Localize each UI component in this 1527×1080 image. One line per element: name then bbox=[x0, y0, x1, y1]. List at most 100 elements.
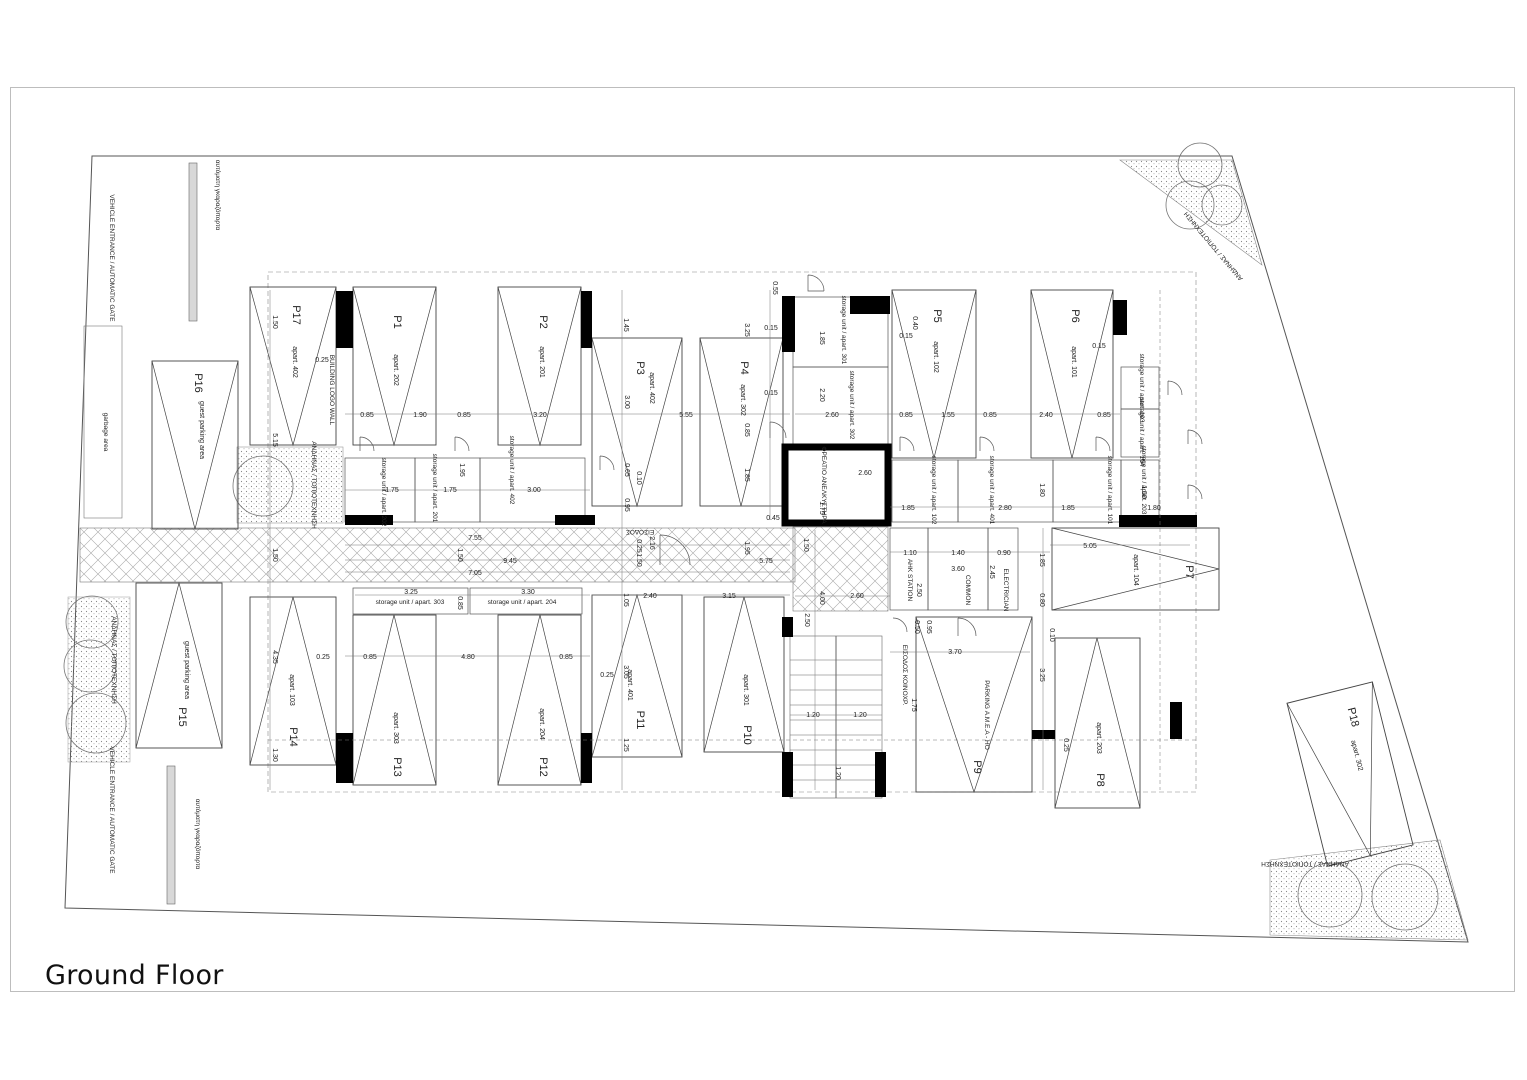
label-p9: P9 bbox=[971, 760, 983, 773]
dim: 0.85 bbox=[457, 412, 471, 419]
landscaping-logo-wall bbox=[232, 446, 344, 524]
stair bbox=[789, 635, 883, 799]
storage-201: storage unit / apart. 201 bbox=[431, 454, 438, 523]
dim: 1.20 bbox=[834, 766, 841, 780]
garbage-area-label: garbage area bbox=[102, 413, 109, 452]
dim: 9.45 bbox=[503, 558, 517, 565]
dim: 2.60 bbox=[850, 593, 864, 600]
dim: 3.25 bbox=[743, 323, 750, 337]
apt-203: apart. 203 bbox=[1095, 722, 1102, 754]
apt-201: apart. 201 bbox=[538, 346, 545, 378]
dim: 0.90 bbox=[997, 550, 1011, 557]
dim: 0.15 bbox=[1092, 343, 1106, 350]
apt-402: apart. 402 bbox=[291, 346, 298, 378]
drawing-frame bbox=[10, 87, 1515, 992]
art-label-bottom-right: ΑΝΔΗΝΑΣ / ΤΟΠΙΟΤΕΧΝΗΣΗ bbox=[1261, 860, 1349, 867]
dimension-lines bbox=[268, 290, 1196, 790]
pump-label: ΦΡΕΑΤΙΟ ΑΝΕΛΚΥΣΤΗΡΑ bbox=[820, 446, 827, 524]
label-p15: P15 bbox=[176, 707, 188, 727]
dim: 0.25 bbox=[316, 654, 330, 661]
dim: 3.00 bbox=[623, 395, 630, 409]
apt-102: apart. 102 bbox=[932, 341, 939, 373]
dim: 2.50 bbox=[803, 613, 810, 627]
apt-302b: apart. 302 bbox=[1349, 739, 1363, 771]
label-p11: P11 bbox=[634, 711, 646, 730]
dim: 1.75 bbox=[910, 698, 917, 712]
stalls-top bbox=[249, 286, 1114, 508]
dim: 5.05 bbox=[1083, 543, 1097, 550]
dim: 1.85 bbox=[1061, 505, 1075, 512]
landscaping-top-right bbox=[1119, 142, 1263, 266]
dim: 2.50 bbox=[915, 583, 922, 597]
apt-303: apart. 303 bbox=[392, 712, 399, 744]
storage-301: storage unit / apart. 301 bbox=[840, 296, 847, 365]
dim: 1.50 bbox=[271, 315, 278, 329]
dim: 0.95 bbox=[925, 620, 932, 634]
dim: 5.55 bbox=[679, 412, 693, 419]
label-p2: P2 bbox=[537, 315, 549, 328]
apt-402b: apart. 402 bbox=[648, 372, 655, 404]
storage-204: storage unit / apart. 204 bbox=[488, 599, 557, 606]
dim: 2.80 bbox=[998, 505, 1012, 512]
apt-204: apart. 204 bbox=[538, 708, 545, 740]
art-label-logo: ΑΝΔΗΝΑΣ / ΤΟΠΙΟΤΕΧΝΗΣΗ bbox=[310, 441, 317, 529]
dim: 1.95 bbox=[743, 541, 750, 555]
dim: 0.15 bbox=[899, 333, 913, 340]
dim: 1.85 bbox=[901, 505, 915, 512]
dim: 0.10 bbox=[1048, 628, 1055, 642]
dim: 1.30 bbox=[271, 748, 278, 762]
dim: 0.85 bbox=[360, 412, 374, 419]
dim: 1.80 bbox=[1038, 483, 1045, 497]
storage-104: storage unit / apart. 104 bbox=[1138, 398, 1145, 467]
dim: 3.25 bbox=[1038, 668, 1045, 682]
label-p6: P6 bbox=[1069, 309, 1081, 322]
storage-203: storage unit / apart. 203 bbox=[1140, 446, 1147, 515]
dim: 0.80 bbox=[1038, 593, 1045, 607]
dim: 7.05 bbox=[468, 570, 482, 577]
dim: 1.10 bbox=[903, 550, 917, 557]
dim: 0.15 bbox=[764, 325, 778, 332]
parking-disabled-label: PARKING Α.Μ.Ε.Α - ΗΟ bbox=[983, 680, 990, 750]
entry-hall bbox=[792, 526, 889, 612]
dim: 1.85 bbox=[743, 468, 750, 482]
electrician-label: ELECTRICIAN bbox=[1002, 569, 1009, 612]
label-p17: P17 bbox=[290, 305, 302, 325]
garbage-area bbox=[83, 325, 123, 519]
dim: 0.10 bbox=[635, 471, 642, 485]
dim: 0.85 bbox=[899, 412, 913, 419]
apt-401: apart. 401 bbox=[626, 669, 633, 701]
storage-102: storage unit / apart. 102 bbox=[930, 456, 937, 525]
apt-302: apart. 302 bbox=[739, 384, 746, 416]
dim: 2.45 bbox=[988, 565, 995, 579]
storage-202: storage unit / apart. 202 bbox=[380, 458, 387, 527]
dim: 2.40 bbox=[643, 593, 657, 600]
storage-103: storage unit / apart. 103 bbox=[1138, 354, 1145, 423]
storage-303: storage unit / apart. 303 bbox=[376, 599, 445, 606]
dim: 0.25 bbox=[1062, 738, 1069, 752]
label-p4: P4 bbox=[738, 361, 750, 374]
dim: 3.60 bbox=[951, 566, 965, 573]
parking-labels: P17 P1 P2 P3 P4 P5 P6 P16 P7 P15 P14 P13… bbox=[176, 305, 1361, 787]
dim: 0.65 bbox=[623, 463, 630, 477]
storage-302: storage unit / apart. 302 bbox=[848, 371, 855, 440]
label-p18: P18 bbox=[1345, 706, 1361, 728]
dim: 1.05 bbox=[622, 593, 629, 607]
dim: 0.85 bbox=[743, 423, 750, 437]
dim: 0.85 bbox=[559, 654, 573, 661]
dim: 1.80 bbox=[1147, 505, 1161, 512]
common-label: COMMON bbox=[964, 575, 971, 606]
label-p8: P8 bbox=[1094, 773, 1106, 786]
landscaping-bottom-right bbox=[1269, 839, 1469, 941]
greek-gate-top: αυτόματη γκαραζόπορτα bbox=[214, 160, 222, 231]
ahk-label: ΑΗΚ STATION bbox=[906, 559, 913, 602]
guest-p16: guest parking area bbox=[198, 401, 205, 459]
dim: 1.50 bbox=[271, 548, 278, 562]
dim: 4.00 bbox=[818, 591, 825, 605]
landscaping-left bbox=[63, 595, 131, 763]
label-p13: P13 bbox=[391, 757, 403, 777]
apt-103: apart. 103 bbox=[288, 674, 295, 706]
dim: 2.60 bbox=[858, 470, 872, 477]
label-p1: P1 bbox=[391, 315, 403, 328]
dim: 0.50 bbox=[913, 620, 920, 634]
guest-parking-p15 bbox=[135, 581, 223, 749]
